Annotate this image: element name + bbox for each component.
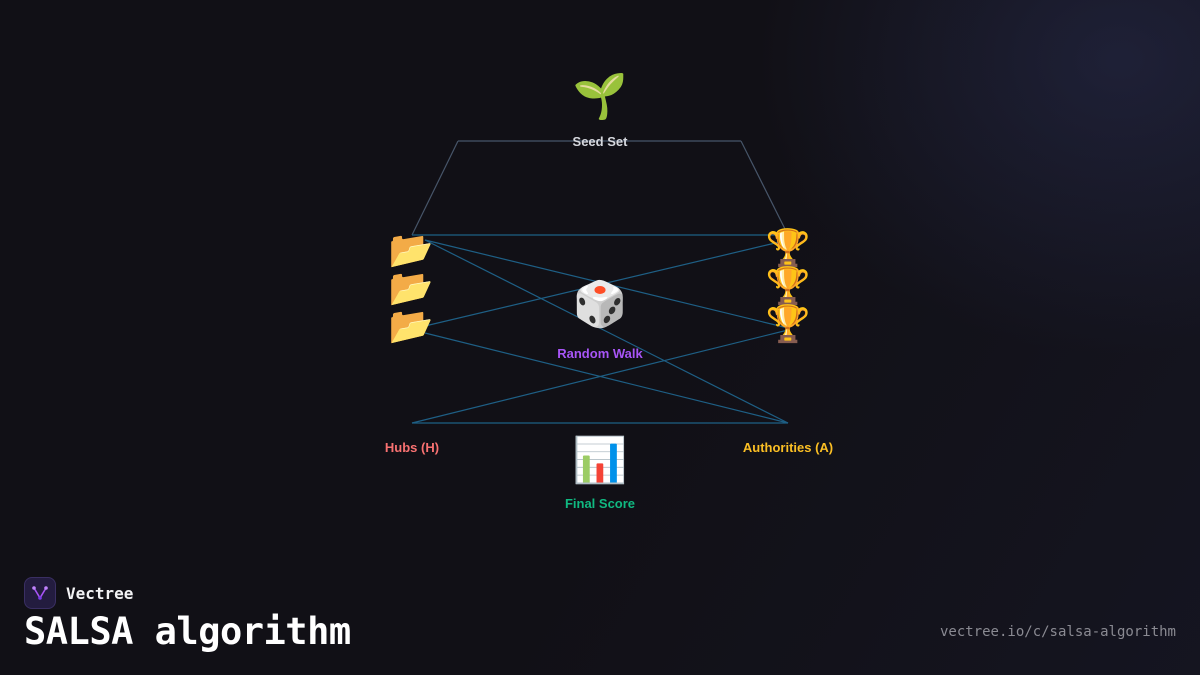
authorities-label: Authorities (A)	[742, 440, 834, 455]
bar-chart-icon: 📊	[572, 435, 628, 486]
vectree-logo-icon	[24, 577, 56, 609]
page-title: SALSA algorithm	[24, 610, 351, 653]
trophy-icon: 🏆	[765, 228, 811, 269]
hubs-label: Hubs (H)	[384, 440, 440, 455]
seed-to-hubs-edge	[411, 140, 459, 236]
random-walk-label: Random Walk	[557, 346, 643, 361]
trophy-icon: 🏆	[765, 304, 811, 345]
folder-icon: 📂	[388, 230, 434, 271]
seed-set-label: Seed Set	[572, 134, 628, 149]
brand: Vectree	[24, 577, 133, 609]
hub-to-authority-edge	[424, 239, 789, 424]
final-score-label: Final Score	[564, 496, 636, 511]
seed-to-authorities-edge	[740, 140, 789, 236]
hub-to-authority-edge	[424, 332, 789, 424]
folder-icon: 📂	[388, 306, 434, 347]
dice-icon: 🎲	[572, 279, 628, 330]
trophy-icon: 🏆	[765, 266, 811, 307]
hub-to-authority-edge	[411, 329, 789, 424]
page-url[interactable]: vectree.io/c/salsa-algorithm	[939, 624, 1176, 640]
hub-to-authority-edge	[424, 239, 789, 327]
folder-icon: 📂	[388, 268, 434, 309]
hub-to-authority-edge	[424, 239, 789, 329]
brand-name: Vectree	[66, 583, 134, 603]
seedling-icon: 🌱	[572, 71, 628, 122]
